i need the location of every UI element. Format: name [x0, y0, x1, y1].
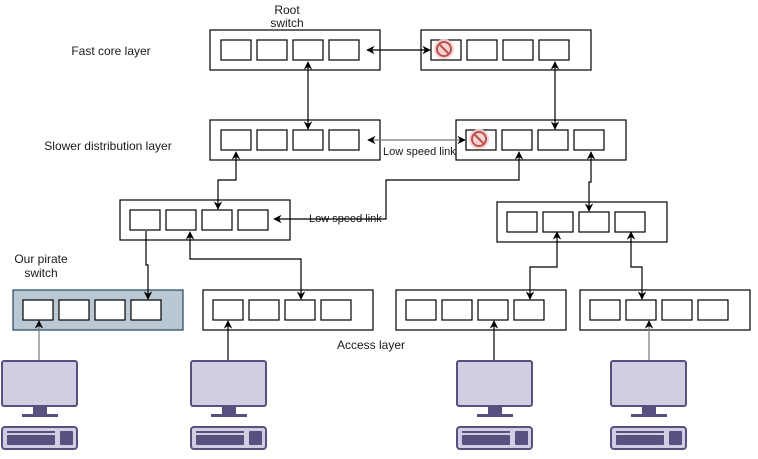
switch-port	[537, 129, 569, 151]
pc-4	[610, 360, 687, 450]
root-switch-label: Root	[274, 3, 300, 17]
link-mid-left-access2	[185, 231, 306, 300]
switch-port	[129, 209, 161, 231]
switch-port	[248, 299, 280, 321]
switch-port	[578, 211, 610, 233]
switch-port	[94, 299, 126, 321]
switch-port	[405, 299, 437, 321]
low-speed-link-label-1: Low speed link	[383, 146, 456, 158]
switch-port	[614, 211, 646, 233]
blocked-port-icon	[469, 129, 489, 149]
switch-port	[284, 299, 316, 321]
switch-port	[502, 39, 534, 61]
switch-port	[320, 299, 352, 321]
dist-switch-right	[455, 119, 627, 161]
switch-port	[538, 39, 570, 61]
pc-3	[456, 360, 533, 450]
switch-port	[589, 299, 621, 321]
monitor-stand	[222, 406, 236, 415]
switch-port	[573, 129, 605, 151]
link-mid-right-access4	[626, 231, 647, 300]
switch-port	[625, 299, 657, 321]
switch-port	[506, 211, 538, 233]
monitor-stand	[33, 406, 47, 415]
core-switch-2	[420, 29, 592, 71]
monitor-stand	[488, 406, 502, 415]
monitor-icon	[610, 360, 687, 407]
switch-port	[58, 299, 90, 321]
dist-switch-mid-right	[496, 201, 668, 243]
link-mid-right-access3	[525, 231, 562, 300]
switch-port	[661, 299, 693, 321]
switch-port	[220, 39, 252, 61]
monitor-icon	[456, 360, 533, 407]
distribution-layer-label: Slower distribution layer	[44, 139, 171, 153]
monitor-base	[631, 414, 667, 417]
switch-port	[697, 299, 729, 321]
switch-port	[292, 39, 324, 61]
monitor-icon	[190, 360, 267, 407]
switch-port	[212, 299, 244, 321]
link-dist-right-mid-right	[584, 151, 596, 212]
root-switch-label-2: switch	[270, 16, 303, 30]
switch-port	[441, 299, 473, 321]
switch-port	[256, 129, 288, 151]
switch-port	[201, 209, 233, 231]
access-layer-label: Access layer	[337, 338, 405, 352]
switch-port	[501, 129, 533, 151]
switch-port	[165, 209, 197, 231]
root-switch	[209, 29, 381, 71]
pc-1	[1, 360, 78, 450]
link-dist-left-mid-left	[213, 151, 241, 210]
blocked-port-icon	[434, 39, 454, 59]
monitor-base	[477, 414, 513, 417]
switch-port	[328, 129, 360, 151]
fast-core-layer-label: Fast core layer	[71, 44, 150, 58]
monitor-base	[211, 414, 247, 417]
pirate-switch-label-2: switch	[24, 266, 57, 280]
access-switch-4	[579, 289, 751, 331]
switch-port	[542, 211, 574, 233]
monitor-stand	[642, 406, 656, 415]
pirate-switch-label: Our pirate	[14, 252, 68, 266]
switch-port	[22, 299, 54, 321]
monitor-base	[22, 414, 58, 417]
switch-port	[477, 299, 509, 321]
switch-port	[328, 39, 360, 61]
link-mid-left-pirate	[143, 231, 153, 300]
access-switch-3	[395, 289, 567, 331]
switch-port	[256, 39, 288, 61]
pc-2	[190, 360, 267, 450]
switch-port	[130, 299, 162, 321]
link-dist-right-mid-left	[273, 151, 524, 224]
switch-port	[466, 39, 498, 61]
switch-port	[513, 299, 545, 321]
monitor-icon	[1, 360, 78, 407]
switch-port	[237, 209, 269, 231]
switch-port	[292, 129, 324, 151]
switch-port	[220, 129, 252, 151]
